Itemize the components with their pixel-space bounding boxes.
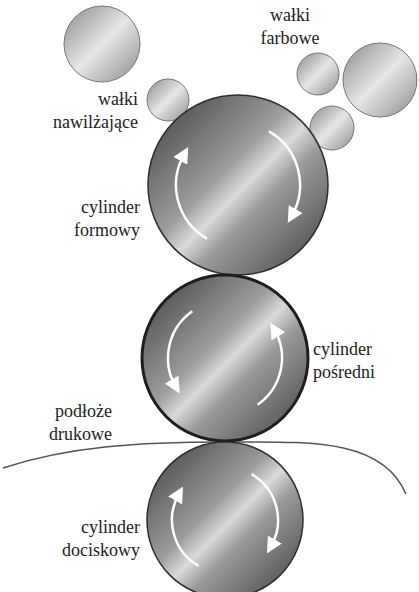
rotation-arrows (168, 131, 300, 566)
cylinders (142, 95, 328, 592)
rotation-arrow (176, 154, 207, 239)
blanket-cylinder (142, 275, 308, 441)
plate-cylinder (148, 95, 328, 275)
rotation-arrow (252, 474, 279, 546)
substrate-label: podłoże drukowe (8, 400, 112, 446)
cylinder-label: cylinder dociskowy (26, 516, 140, 562)
roller-label: wałki farbowe (248, 4, 332, 50)
cylinder-label: cylinder formowy (36, 196, 140, 242)
ink-roller (297, 53, 339, 95)
rotation-arrow (168, 311, 192, 386)
impression-cylinder (147, 442, 303, 592)
rotation-arrow (269, 131, 300, 216)
roller-label: wałki nawilżające (14, 88, 138, 134)
cylinder-label: cylinder pośredni (313, 338, 415, 384)
rotation-arrow (172, 494, 199, 566)
dampening-roller (64, 6, 140, 82)
rotation-arrow (258, 330, 282, 405)
ink-roller (343, 43, 417, 117)
